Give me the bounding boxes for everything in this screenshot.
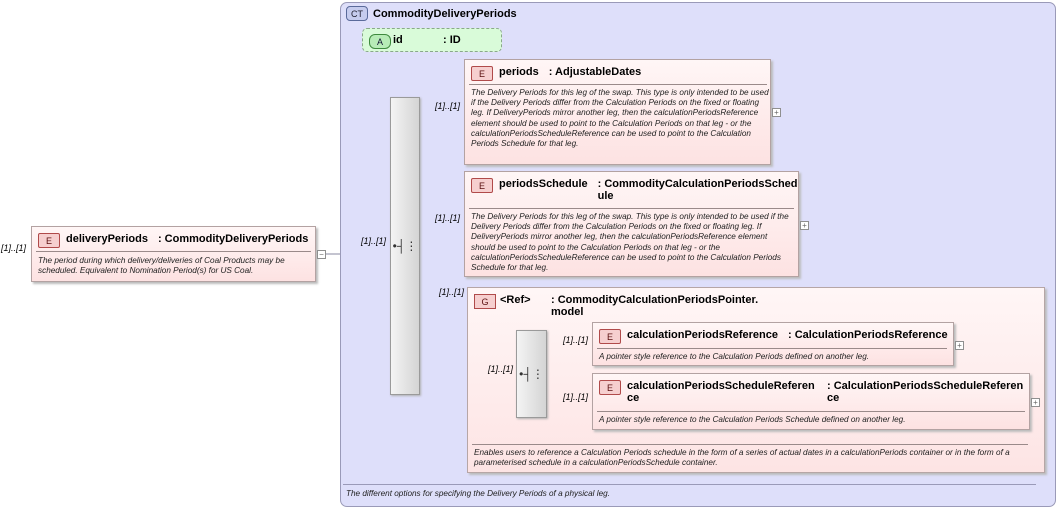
element-name: periodsSchedule: [499, 178, 588, 190]
complex-type-name: CommodityDeliveryPeriods: [373, 7, 517, 20]
periods-cardinality: [1]..[1]: [435, 101, 461, 111]
plus-icon[interactable]: +: [955, 341, 964, 350]
calc-sched-ref-cardinality: [1]..[1]: [563, 392, 589, 402]
element-type: : AdjustableDates: [548, 66, 642, 78]
attribute-id[interactable]: A id : ID: [362, 28, 502, 52]
element-type: : CommodityCalculationPeriodsSchedule: [597, 178, 798, 202]
element-badge: E: [599, 380, 621, 395]
element-header: E deliveryPeriods : CommodityDeliveryPer…: [38, 233, 308, 248]
plus-icon[interactable]: +: [800, 221, 809, 230]
attribute-name: id: [393, 34, 403, 46]
sequence-compositor[interactable]: •┤⋮: [390, 97, 420, 395]
element-calculation-periods-reference[interactable]: E calculationPeriodsReference : Calculat…: [592, 322, 954, 366]
element-type: : CalculationPeriodsScheduleReference: [827, 380, 1024, 404]
complex-type-title: CT CommodityDeliveryPeriods: [346, 6, 517, 21]
complex-type-badge: CT: [346, 6, 368, 21]
inner-sequence-cardinality: [1]..[1]: [488, 364, 514, 374]
element-badge: E: [471, 66, 493, 81]
group-type: : CommodityCalculationPeriodsPointer.mod…: [551, 294, 759, 318]
element-doc: The Delivery Periods for this leg of the…: [471, 88, 769, 149]
element-doc: The Delivery Periods for this leg of the…: [471, 212, 789, 273]
attribute-type: : ID: [443, 34, 461, 46]
element-badge: E: [471, 178, 493, 193]
element-doc: The period during which delivery/deliver…: [38, 256, 285, 276]
plus-icon[interactable]: +: [772, 108, 781, 117]
periods-schedule-cardinality: [1]..[1]: [435, 213, 461, 223]
element-name: calculationPeriodsScheduleReference: [627, 380, 815, 404]
sequence-cardinality: [1]..[1]: [361, 236, 387, 246]
attribute-badge: A: [369, 34, 391, 49]
element-doc: A pointer style reference to the Calcula…: [599, 352, 870, 361]
inner-sequence-compositor[interactable]: •┤⋮: [516, 330, 547, 418]
element-type: : CalculationPeriodsReference: [788, 329, 948, 341]
element-name: calculationPeriodsReference: [627, 329, 779, 341]
element-calculation-periods-schedule-reference[interactable]: E calculationPeriodsScheduleReference : …: [592, 373, 1030, 430]
complex-type-doc: The different options for specifying the…: [346, 489, 610, 498]
element-badge: E: [38, 233, 60, 248]
element-badge: E: [599, 329, 621, 344]
sequence-compositor-icon: •┤⋮: [519, 367, 544, 381]
element-name: periods: [499, 66, 539, 78]
group-name: <Ref>: [500, 294, 531, 306]
group-badge: G: [474, 294, 496, 309]
element-periods-schedule[interactable]: E periodsSchedule : CommodityCalculation…: [464, 171, 799, 277]
minus-icon[interactable]: −: [317, 250, 326, 259]
sequence-compositor-icon: •┤⋮: [392, 239, 418, 253]
group-cardinality: [1]..[1]: [439, 287, 465, 297]
plus-icon[interactable]: +: [1031, 398, 1040, 407]
element-delivery-periods[interactable]: E deliveryPeriods : CommodityDeliveryPer…: [31, 226, 316, 282]
root-cardinality: [1]..[1]: [1, 243, 27, 253]
element-type: : CommodityDeliveryPeriods: [157, 233, 309, 245]
element-name: deliveryPeriods: [66, 233, 148, 245]
group-doc: Enables users to reference a Calculation…: [474, 448, 1010, 468]
calc-ref-cardinality: [1]..[1]: [563, 335, 589, 345]
element-periods[interactable]: E periods : AdjustableDates The Delivery…: [464, 59, 771, 165]
element-doc: A pointer style reference to the Calcula…: [599, 415, 906, 424]
